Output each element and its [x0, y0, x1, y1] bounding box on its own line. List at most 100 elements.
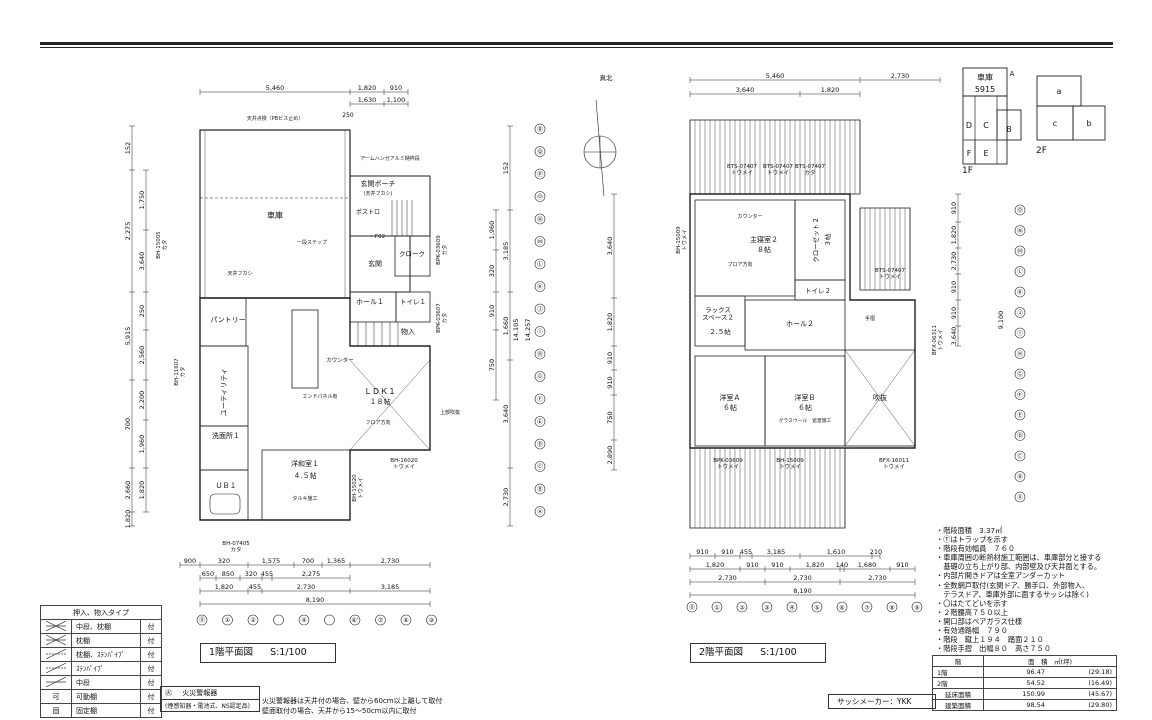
- f1-grid-bubble-bottom: [247, 614, 259, 626]
- key-1f-b: [996, 109, 1022, 141]
- f1-hall-1: [349, 291, 397, 323]
- f2-grid-bubble: [1014, 409, 1026, 421]
- f2-western-a-label: 洋室Ａ: [720, 393, 741, 402]
- f1-grid-bubble-bottom-label: ⓪: [199, 616, 205, 624]
- key-label-a: A: [1010, 70, 1015, 78]
- legend-symbol: [40, 661, 72, 676]
- key-box-b: B: [1006, 125, 1012, 134]
- grid-bubble-label: ⑥: [839, 604, 844, 611]
- f1-top-dim-label: 5,460: [266, 84, 285, 92]
- grid-bubble-label: Ⓓ: [537, 440, 543, 448]
- key-box-f: F: [967, 149, 972, 158]
- grid-bubble-label: Ⓒ: [1017, 452, 1023, 460]
- f1-fukinuke-label: 上部吹抜: [440, 409, 460, 416]
- f2-grid-bubble: [1014, 327, 1026, 339]
- legend-row: ｽﾃﾝﾊﾟｲﾌﾟ付: [40, 661, 162, 676]
- grid-bubble-label: Ⓕ: [1017, 391, 1023, 399]
- f1-top-dim-label: 1,820: [358, 84, 377, 92]
- f2-grid-bubble: [1014, 286, 1026, 298]
- f2-bot-dim1-label: 910: [696, 548, 708, 556]
- grid-bubble-label: Ⓞ: [1017, 206, 1023, 214]
- area-row-tsubo: (16.49): [1049, 677, 1118, 689]
- f1-porch-label: 玄関ポーチ: [361, 179, 396, 188]
- sheet-top-rule-thin: [40, 47, 1113, 48]
- f2-right-dim-label: 910: [950, 307, 958, 319]
- f2-bot-dim2-label: 1,820: [706, 561, 725, 569]
- grid-bubble-label: Ⓔ: [537, 418, 543, 426]
- f2-window-bfx-06311: BFX-06311トウメイ: [932, 325, 945, 355]
- f1-bot-dim3-label: 3,185: [381, 583, 400, 591]
- f1-bot-dim2-label: 320: [245, 570, 257, 578]
- grid-bubble-label: Ⓗ: [1017, 350, 1023, 358]
- f1-kitchen-island: [291, 309, 319, 389]
- legend-label: ｽﾃﾝﾊﾟｲﾌﾟ: [71, 661, 141, 676]
- f1-right-dim2-label: 910: [488, 305, 496, 317]
- f1-floor-direction: フロア方向: [365, 419, 390, 426]
- legend-row: 可可動棚付: [40, 689, 162, 704]
- legend-row: 枕棚、ｽﾃﾝﾊﾟｲﾌﾟ付: [40, 647, 162, 662]
- grid-bubble-label: Ⓝ: [537, 215, 543, 223]
- area-row-tsubo: (29.80): [1049, 699, 1118, 711]
- f1-end-panel: エンドパネル有: [302, 393, 337, 400]
- f1-grid-bubble-bottom: [324, 614, 335, 626]
- note-line: ・階段有効幅員 ７６０: [936, 544, 1016, 554]
- f1-garage-label: 車庫: [267, 210, 283, 220]
- f1-grid-bubble: [534, 236, 546, 247]
- f2-grid-bubble: [1014, 450, 1026, 462]
- f2-fukinuke-label: 吹抜: [873, 393, 887, 402]
- f2-bot-dim1-label: 455: [740, 548, 752, 556]
- f2-right-dim-label: 1,820: [950, 226, 958, 245]
- f2-grid-bubble: [1014, 471, 1026, 482]
- note-line: ・〇はたてどいを示す: [936, 598, 1008, 608]
- fire-alarm-note-1: 火災警報器は天井付の場合、壁から60cm以上離して取付: [262, 697, 443, 705]
- f1-grid-bubble: [534, 123, 546, 135]
- legend-value: 付: [140, 619, 162, 634]
- f1-bot-dim3-label: 2,730: [297, 583, 316, 591]
- legend-title: 押入、物入タイプ: [40, 605, 162, 620]
- grid-bubble-label: Ⓑ: [537, 485, 543, 493]
- f1-bathtub: [209, 493, 241, 515]
- compass-label: 真北: [600, 73, 614, 82]
- f2-grid-bubble: [1014, 368, 1026, 380]
- f2-bot-dim1-label: 910: [721, 548, 733, 556]
- f2-bot-dim1-label: 210: [870, 548, 882, 556]
- fire-alarm-note-2: 壁面取付の場合、天井から15～50cm以内に取付: [262, 707, 417, 715]
- f2-total-dim: 9,100: [997, 311, 1005, 330]
- sash-maker: サッシメーカー：YKK: [837, 697, 912, 706]
- legend-value: 付: [140, 675, 162, 690]
- f1-grid-bubble-bottom: [400, 614, 412, 626]
- f1-ceiling-points: 天井点検（PBビス止め）: [247, 115, 303, 122]
- f1-grid-bubble-bottom: [349, 614, 361, 626]
- key-box-e: E: [983, 149, 988, 158]
- f2-handrail-label: 手摺: [865, 315, 875, 322]
- f2-bot-dim3-label: 2,730: [868, 574, 887, 582]
- f1-closet-label: クローク: [399, 250, 425, 258]
- f1-left-dim2-label: 3,640: [138, 252, 146, 271]
- f1-right-dim2-label: 320: [488, 265, 496, 277]
- grid-bubble-label: Ⓖ: [537, 373, 543, 381]
- f1-grid-bubble-bottom: [196, 614, 208, 626]
- f1-right-dim-label: 1,660: [502, 317, 510, 336]
- f1-bot-dim2-label: 455: [261, 570, 273, 578]
- f2-bot-dim1-label: 3,185: [767, 548, 786, 556]
- f1-left-dim2-label: 2,560: [138, 346, 146, 365]
- f2-roof-right-outline: [859, 207, 911, 291]
- f2-bot-dim2-label: 1,820: [806, 561, 825, 569]
- f2-grid-bubble-bottom: [811, 601, 823, 613]
- legend-label: 固定棚: [71, 703, 141, 718]
- f1-porch-sub: (天井フカシ): [364, 190, 393, 197]
- f2-closet-size: ３帖: [823, 233, 832, 247]
- key-plan-2f-caption: 2F: [1036, 146, 1047, 156]
- f1-bot-total-label: 8,190: [306, 596, 325, 604]
- f2-grid-bubble: [1014, 266, 1026, 277]
- f1-right-dim-label: 3,185: [502, 242, 510, 261]
- f1-left-dim2-label: 1,750: [138, 191, 146, 210]
- grid-bubble-label: ⑨: [914, 604, 919, 611]
